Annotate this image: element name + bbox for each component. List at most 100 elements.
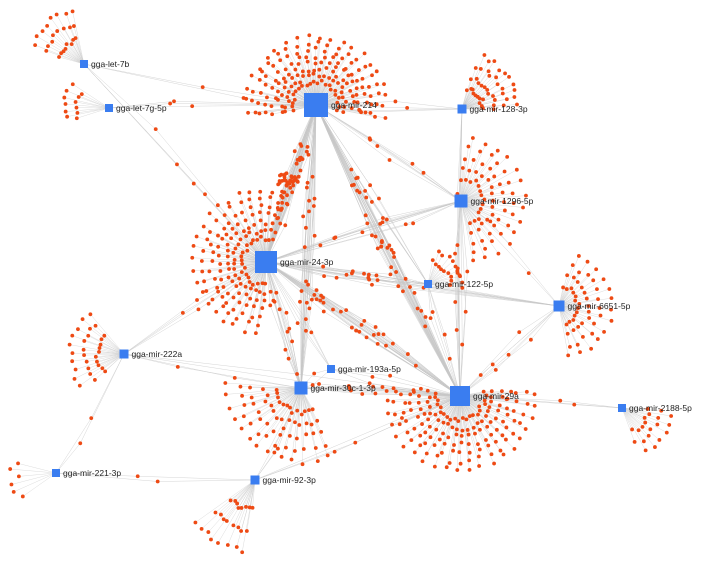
shared-target-node — [332, 449, 337, 454]
target-gene-node — [427, 424, 432, 429]
mirna-node-mir222a[interactable] — [119, 349, 129, 359]
target-gene-node — [295, 44, 300, 49]
target-gene-node — [195, 280, 200, 285]
target-gene-node — [257, 196, 262, 201]
target-gene-node — [293, 81, 298, 86]
target-gene-node — [70, 82, 75, 87]
target-edge — [395, 395, 461, 437]
target-gene-node — [360, 76, 365, 81]
target-gene-node — [239, 270, 244, 275]
mirna-node-mir214[interactable] — [304, 93, 328, 117]
shared-target-edge — [265, 261, 399, 287]
mirna-node-mir128[interactable] — [457, 104, 467, 114]
target-gene-node — [16, 474, 21, 479]
target-gene-node — [309, 422, 314, 427]
target-gene-node — [93, 354, 98, 359]
target-gene-node — [278, 58, 283, 63]
target-gene-node — [256, 323, 260, 328]
shared-target-node — [89, 416, 94, 421]
target-gene-node — [275, 391, 280, 395]
target-gene-node — [582, 290, 587, 295]
shared-target-node — [284, 183, 289, 188]
target-gene-node — [357, 107, 362, 112]
shared-target-node — [357, 190, 362, 195]
target-edge — [220, 479, 256, 515]
mirna-node-mir2188[interactable] — [618, 404, 626, 412]
target-gene-node — [363, 110, 368, 115]
target-gene-node — [292, 449, 297, 453]
target-gene-node — [301, 447, 306, 451]
mirna-node-mir30c[interactable] — [294, 381, 308, 395]
target-edge — [460, 193, 513, 202]
target-gene-node — [486, 178, 491, 182]
target-gene-node — [238, 237, 243, 242]
shared-target-node — [283, 347, 288, 352]
target-gene-node — [470, 136, 475, 140]
target-gene-node — [348, 88, 353, 93]
target-gene-node — [243, 218, 248, 223]
shared-target-node — [280, 200, 285, 205]
shared-target-node — [359, 323, 364, 327]
target-gene-node — [260, 306, 265, 310]
target-gene-node — [438, 405, 443, 410]
target-gene-node — [646, 433, 651, 438]
target-gene-node — [282, 76, 286, 81]
target-gene-node — [289, 62, 294, 66]
target-gene-node — [205, 237, 210, 242]
target-edge — [75, 353, 125, 370]
target-gene-node — [267, 205, 272, 210]
mirna-node-mir1296[interactable] — [454, 194, 468, 208]
target-edge — [558, 305, 569, 356]
mirna-node-mir24[interactable] — [255, 251, 277, 273]
target-edge — [67, 107, 110, 117]
target-gene-node — [297, 55, 302, 60]
target-gene-node — [51, 33, 55, 38]
mirna-node-let7b[interactable] — [80, 60, 88, 68]
target-gene-node — [505, 155, 510, 159]
target-gene-node — [226, 311, 231, 316]
target-edge — [267, 387, 302, 452]
shared-target-node — [318, 298, 323, 303]
target-edge — [427, 283, 463, 289]
shared-target-edge — [459, 271, 468, 397]
mirna-node-mir221[interactable] — [52, 469, 60, 477]
mirna-node-let7g[interactable] — [105, 104, 113, 112]
shared-target-edge — [300, 200, 310, 389]
target-gene-node — [453, 416, 458, 421]
target-gene-node — [315, 81, 320, 86]
target-gene-node — [464, 88, 469, 93]
target-gene-node — [492, 59, 497, 64]
target-gene-node — [601, 277, 606, 282]
target-gene-node — [55, 29, 60, 33]
shared-target-node — [353, 440, 358, 445]
target-gene-node — [390, 422, 394, 427]
target-gene-node — [297, 423, 302, 427]
mirna-node-mir193a[interactable] — [327, 365, 335, 373]
shared-target-edge — [387, 247, 461, 397]
target-gene-node — [244, 272, 249, 277]
target-gene-node — [304, 55, 309, 60]
mirna-node-mir92[interactable] — [250, 475, 260, 485]
mirna-node-mir29a[interactable] — [450, 386, 470, 406]
target-gene-node — [191, 243, 196, 248]
shared-target-node — [447, 356, 452, 361]
target-gene-node — [265, 95, 269, 100]
target-gene-node — [466, 144, 471, 149]
shared-target-edge — [55, 418, 92, 474]
mirna-node-mir6651[interactable] — [553, 300, 565, 312]
target-edge — [266, 387, 302, 437]
shared-target-node — [298, 299, 302, 304]
target-gene-node — [368, 63, 373, 67]
target-edge — [460, 200, 524, 208]
target-gene-node — [441, 420, 446, 425]
target-gene-node — [561, 285, 566, 290]
shared-target-edge — [265, 261, 357, 331]
target-gene-node — [514, 399, 519, 404]
target-gene-node — [334, 65, 338, 70]
target-gene-node — [394, 389, 398, 394]
shared-target-node — [299, 144, 304, 148]
shared-target-node — [370, 282, 374, 287]
mirna-node-mir122[interactable] — [424, 280, 432, 288]
target-gene-node — [322, 74, 326, 79]
shared-target-node — [388, 373, 393, 378]
